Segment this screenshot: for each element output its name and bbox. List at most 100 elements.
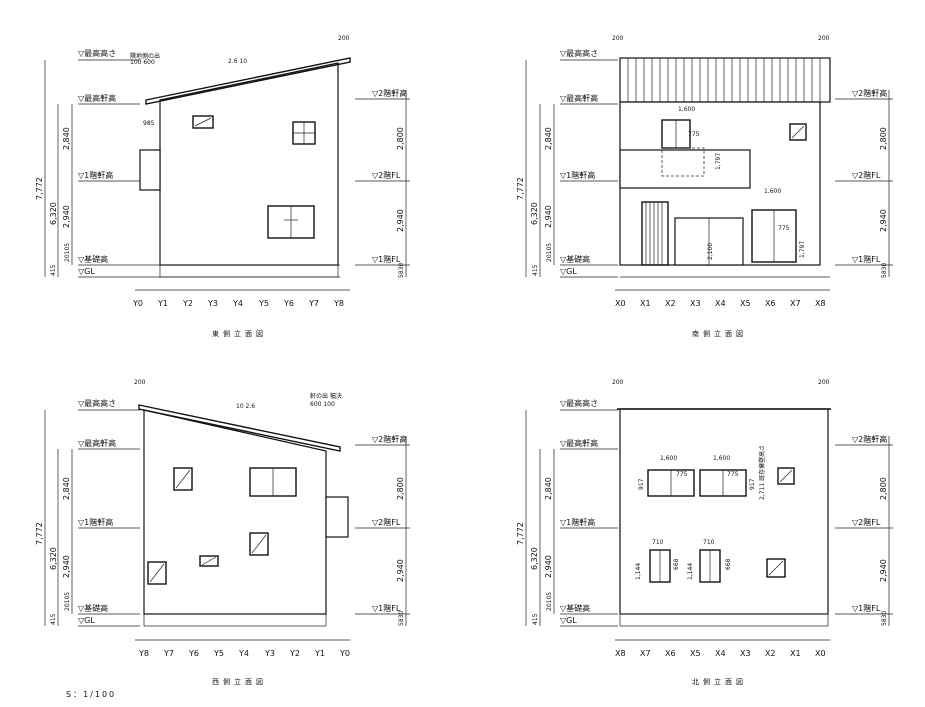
south-win1-total: 1,797 — [715, 153, 722, 170]
south-dim-lower: 2,940 — [544, 205, 553, 228]
east-axis-7: Y7 — [308, 299, 319, 308]
south-axis-4: X4 — [715, 299, 726, 308]
east-axis-3: Y3 — [207, 299, 218, 308]
west-axis-1: Y7 — [163, 649, 174, 658]
north-caption: 北側立面図 — [692, 677, 747, 686]
west-slope: 10 2.6 — [236, 403, 255, 410]
south-axis-6: X6 — [765, 299, 776, 308]
north-dim-right-base: 5830 — [881, 611, 888, 626]
west-level-fl-1f: ▽1階FL — [372, 603, 401, 613]
east-dim-total: 7,772 — [35, 177, 44, 200]
west-dim-upper: 2,840 — [62, 477, 71, 500]
east-level-fl-1f: ▽1階FL — [372, 254, 401, 264]
north-small-inner2: 668 — [725, 558, 732, 570]
east-level-eave-top: ▽最高軒高 — [78, 93, 116, 103]
south-level-foundation: ▽基礎高 — [560, 254, 590, 264]
south-dim-right-upper: 2,800 — [879, 127, 888, 150]
west-dim-lower: 2,940 — [62, 555, 71, 578]
west-level-max-height: ▽最高高さ — [78, 398, 116, 408]
west-axis-labels: Y8 Y7 Y6 Y5 Y4 Y3 Y2 Y1 Y0 — [138, 649, 350, 658]
south-axis-2: X2 — [665, 299, 676, 308]
south-elevation: ▽最高高さ ▽最高軒高 ▽1階軒高 ▽基礎高 ▽GL 7,772 6,320 2… — [516, 35, 893, 338]
east-axis-2: Y2 — [182, 299, 193, 308]
east-axis-8: Y8 — [333, 299, 344, 308]
north-dim-total: 7,772 — [516, 522, 525, 545]
south-dim-base: 415 — [532, 264, 539, 276]
east-dim-base: 415 — [50, 264, 57, 276]
west-window-e — [147, 561, 167, 585]
west-axis-3: Y5 — [213, 649, 224, 658]
east-axis-0: Y0 — [132, 299, 143, 308]
south-dim-right-base: 5830 — [881, 263, 888, 278]
west-level-fl-2f: ▽2階FL — [372, 517, 401, 527]
west-axis-4: Y4 — [238, 649, 249, 658]
south-dim-found: 20105 — [546, 243, 553, 262]
west-note-dim: 600 100 — [310, 401, 335, 408]
west-axis-6: Y2 — [289, 649, 300, 658]
north-level-foundation: ▽基礎高 — [560, 603, 590, 613]
north-dim-right-upper: 2,800 — [879, 477, 888, 500]
north-elevation: ▽最高高さ ▽最高軒高 ▽1階軒高 ▽基礎高 ▽GL 7,772 6,320 2… — [516, 379, 893, 686]
west-level-foundation: ▽基礎高 — [78, 603, 108, 613]
east-window-small — [192, 115, 214, 129]
east-overhang: 200 — [338, 35, 350, 42]
north-dim-upper: 2,840 — [544, 477, 553, 500]
east-level-eave-1f: ▽1階軒高 — [78, 170, 113, 180]
west-dim-right-upper: 2,800 — [396, 477, 405, 500]
south-entry-door — [641, 201, 669, 266]
east-level-fl-2f: ▽2階FL — [372, 170, 401, 180]
south-level-max-height: ▽最高高さ — [560, 48, 598, 58]
scale-label: S：1/100 — [66, 690, 116, 699]
west-dim-right-base: 5830 — [398, 611, 405, 626]
west-axis-8: Y0 — [339, 649, 350, 658]
south-dim-total: 7,772 — [516, 177, 525, 200]
east-level-foundation: ▽基礎高 — [78, 254, 108, 264]
east-slope: 2.6 10 — [228, 58, 247, 65]
north-level-eave-2f: ▽2階軒高 — [852, 434, 887, 444]
east-window-dim: 985 — [143, 120, 155, 127]
east-level-gl: ▽GL — [78, 267, 95, 276]
south-axis-7: X7 — [790, 299, 801, 308]
north-axis-2: X6 — [665, 649, 676, 658]
south-level-eave-2f: ▽2階軒高 — [852, 88, 887, 98]
south-level-fl-2f: ▽2階FL — [852, 170, 881, 180]
east-dim-lower: 2,940 — [62, 205, 71, 228]
west-axis-2: Y6 — [188, 649, 199, 658]
north-win-side1: 917 — [638, 478, 645, 490]
north-small-w1: 710 — [652, 539, 664, 546]
north-level-max-height: ▽最高高さ — [560, 398, 598, 408]
west-level-eave-2f: ▽2階軒高 — [372, 434, 407, 444]
north-axis-0: X8 — [615, 649, 626, 658]
east-axis-1: Y1 — [157, 299, 168, 308]
north-axis-labels: X8 X7 X6 X5 X4 X3 X2 X1 X0 — [615, 649, 826, 658]
south-axis-1: X1 — [640, 299, 651, 308]
east-axis-5: Y5 — [258, 299, 269, 308]
east-dim-right-upper: 2,800 — [396, 127, 405, 150]
east-dim-upper: 2,840 — [62, 127, 71, 150]
east-dim-found: 20105 — [64, 243, 71, 262]
south-win2-w: 1,600 — [764, 188, 781, 195]
east-note-top: 隣地側の出 — [130, 52, 160, 60]
north-win-w2: 1,600 — [713, 455, 730, 462]
north-axis-7: X1 — [790, 649, 801, 658]
west-dim-found: 20105 — [64, 592, 71, 611]
west-level-eave-top: ▽最高軒高 — [78, 438, 116, 448]
north-win-h2: 775 — [727, 471, 739, 478]
north-dim-base: 415 — [532, 613, 539, 625]
north-axis-8: X0 — [815, 649, 826, 658]
north-dim-lower: 2,940 — [544, 555, 553, 578]
north-level-fl-1f: ▽1階FL — [852, 603, 881, 613]
north-axis-3: X5 — [690, 649, 701, 658]
east-note-dim: 100 600 — [130, 59, 155, 66]
north-dim-right-lower: 2,940 — [879, 559, 888, 582]
west-level-gl: ▽GL — [78, 616, 95, 625]
west-window-c — [249, 532, 269, 556]
south-win2-h: 775 — [778, 225, 790, 232]
south-axis-3: X3 — [690, 299, 701, 308]
south-window-vent — [789, 123, 807, 141]
west-caption: 西側立面図 — [212, 677, 267, 686]
south-dim-upper: 2,840 — [544, 127, 553, 150]
north-axis-1: X7 — [640, 649, 651, 658]
north-win-w1: 1,600 — [660, 455, 677, 462]
